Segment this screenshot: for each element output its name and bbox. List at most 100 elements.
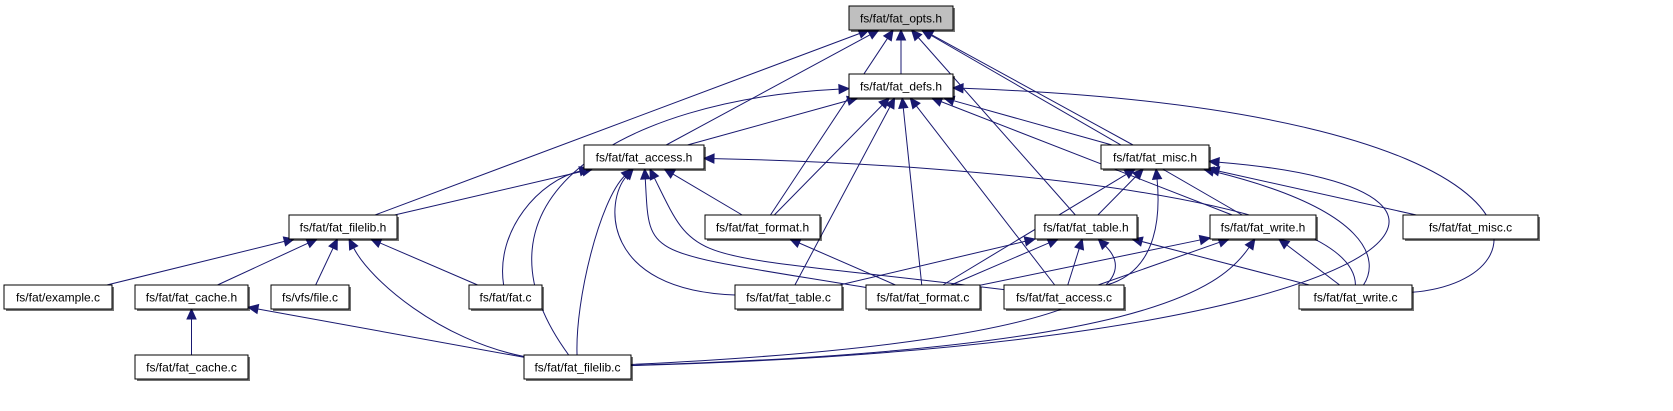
node-fat-write-c[interactable]: fs/fat/fat_write.c bbox=[1298, 284, 1414, 311]
edge-fat-access-h-to-fat-defs-h bbox=[687, 100, 849, 146]
edge-fat-misc-h-to-fat-defs-h bbox=[953, 100, 1113, 146]
edge-fat-format-c-to-fat-format-h bbox=[798, 242, 896, 286]
node-box bbox=[848, 73, 954, 99]
node-fat-format-c[interactable]: fs/fat/fat_format.c bbox=[865, 284, 982, 311]
edge-fat-misc-h-to-fat-opts-h bbox=[931, 34, 1134, 146]
node-box bbox=[848, 5, 954, 31]
edge-fat-format-c-to-fat-access-h bbox=[644, 178, 867, 289]
node-fat-misc-h[interactable]: fs/fat/fat_misc.h bbox=[1100, 144, 1211, 171]
node-box bbox=[1209, 214, 1317, 240]
edge-fat-access-c-to-fat-access-h bbox=[653, 177, 1005, 291]
node-fat-cache-h[interactable]: fs/fat/fat_cache.h bbox=[134, 284, 250, 311]
node-label: fs/fat/fat_write.h bbox=[1221, 221, 1306, 235]
node-box bbox=[865, 284, 981, 310]
node-box bbox=[734, 284, 843, 310]
edge-fat-format-h-to-fat-opts-h bbox=[770, 38, 888, 216]
edge-fat-c-to-fat-access-h bbox=[502, 170, 581, 286]
edge-fat-filelib-h-to-fat-access-h bbox=[394, 170, 583, 216]
edge-fat-table-c-to-fat-table-h bbox=[839, 240, 1026, 286]
arrowhead-icon bbox=[882, 28, 894, 42]
edge-fat-access-c-to-fat-defs-h bbox=[915, 105, 1056, 286]
edge-fat-access-h-to-fat-opts-h bbox=[665, 34, 871, 146]
node-box bbox=[468, 284, 543, 310]
node-box bbox=[704, 214, 821, 240]
edge-fat-write-c-to-fat-write-h bbox=[1286, 244, 1340, 286]
edge-fat-format-h-to-fat-access-h bbox=[672, 173, 743, 216]
edge-fat-access-c-to-fat-write-h bbox=[1097, 241, 1220, 286]
arrowhead-icon bbox=[186, 307, 197, 320]
node-label: fs/fat/fat_misc.h bbox=[1113, 151, 1197, 165]
node-fat-write-h[interactable]: fs/fat/fat_write.h bbox=[1209, 214, 1318, 241]
node-label: fs/fat/fat_format.c bbox=[877, 291, 970, 305]
arrowhead-icon bbox=[885, 96, 896, 110]
edge-fat-write-h-to-fat-defs-h bbox=[940, 101, 1233, 216]
node-fat-c[interactable]: fs/fat/fat.c bbox=[468, 284, 544, 311]
node-fat-misc-c[interactable]: fs/fat/fat_misc.c bbox=[1402, 214, 1540, 241]
node-label: fs/fat/fat_opts.h bbox=[860, 12, 942, 26]
node-box bbox=[288, 214, 398, 240]
node-label: fs/fat/fat_table.h bbox=[1043, 221, 1128, 235]
arrowhead-icon bbox=[649, 167, 660, 181]
edge-fat-filelib-c-to-fat-write-h bbox=[630, 246, 1250, 366]
arrowhead-icon bbox=[1151, 167, 1163, 180]
arrowhead-icon bbox=[898, 96, 909, 109]
node-fat-opts-h[interactable]: fs/fat/fat_opts.h bbox=[848, 5, 955, 32]
node-fat-defs-h[interactable]: fs/fat/fat_defs.h bbox=[848, 73, 955, 100]
node-label: fs/fat/fat_defs.h bbox=[860, 80, 942, 94]
node-fat-access-c[interactable]: fs/fat/fat_access.c bbox=[1003, 284, 1126, 311]
node-box bbox=[134, 354, 249, 380]
arrowhead-icon bbox=[246, 303, 260, 315]
node-box bbox=[1402, 214, 1539, 240]
edge-fat-filelib-c-to-fat-misc-h bbox=[630, 161, 1390, 367]
edge-fat-filelib-c-to-fat-access-h bbox=[576, 175, 625, 356]
node-file-c[interactable]: fs/vfs/file.c bbox=[270, 284, 351, 311]
edge-fat-c-to-fat-filelib-h bbox=[379, 242, 478, 286]
node-box bbox=[1003, 284, 1125, 310]
node-label: fs/fat/fat_table.c bbox=[746, 291, 831, 305]
edge-fat-table-h-to-fat-misc-h bbox=[1097, 175, 1137, 216]
edge-fat-write-h-to-fat-opts-h bbox=[930, 34, 1243, 216]
edge-fat-format-h-to-fat-defs-h bbox=[773, 104, 883, 216]
node-label: fs/fat/example.c bbox=[16, 291, 100, 305]
nodes-layer: fs/fat/fat_opts.h fs/fat/fat_defs.h fs/fat… bbox=[3, 5, 1540, 381]
node-label: fs/fat/fat_filelib.c bbox=[534, 361, 620, 375]
node-fat-table-c[interactable]: fs/fat/fat_table.c bbox=[734, 284, 844, 311]
edge-file-c-to-fat-filelib-h bbox=[315, 247, 334, 286]
node-box bbox=[583, 144, 705, 170]
node-example-c[interactable]: fs/fat/example.c bbox=[3, 284, 114, 311]
node-box bbox=[134, 284, 249, 310]
node-fat-format-h[interactable]: fs/fat/fat_format.h bbox=[704, 214, 822, 241]
edge-fat-filelib-h-to-fat-opts-h bbox=[374, 33, 860, 216]
node-label: fs/fat/fat_cache.h bbox=[146, 291, 237, 305]
arrowhead-icon bbox=[951, 83, 964, 94]
edges-layer bbox=[106, 28, 1495, 367]
node-label: fs/fat/fat_write.c bbox=[1313, 291, 1397, 305]
arrowhead-icon bbox=[702, 153, 715, 164]
edge-fat-access-c-to-fat-table-h bbox=[1067, 248, 1080, 286]
edge-fat-format-c-to-fat-defs-h bbox=[902, 107, 923, 286]
edge-fat-table-c-to-fat-defs-h bbox=[794, 106, 891, 286]
node-label: fs/fat/fat_access.h bbox=[596, 151, 693, 165]
node-label: fs/vfs/file.c bbox=[282, 291, 338, 305]
edge-fat-format-c-to-fat-table-h bbox=[950, 242, 1050, 286]
edge-fat-table-c-to-fat-access-h bbox=[614, 176, 736, 296]
node-fat-table-h[interactable]: fs/fat/fat_table.h bbox=[1034, 214, 1139, 241]
node-fat-filelib-c[interactable]: fs/fat/fat_filelib.c bbox=[523, 354, 633, 381]
node-fat-filelib-h[interactable]: fs/fat/fat_filelib.h bbox=[288, 214, 399, 241]
node-box bbox=[1298, 284, 1413, 310]
arrowhead-icon bbox=[910, 29, 923, 42]
arrowhead-icon bbox=[1198, 234, 1212, 246]
edge-fat-write-c-to-fat-table-h bbox=[1141, 241, 1310, 286]
node-fat-cache-c[interactable]: fs/fat/fat_cache.c bbox=[134, 354, 250, 381]
edge-fat-filelib-c-to-fat-cache-h bbox=[257, 308, 525, 358]
arrowhead-icon bbox=[895, 28, 907, 41]
edge-fat-format-c-to-fat-write-h bbox=[979, 239, 1201, 286]
edge-fat-write-c-to-fat-misc-h bbox=[1213, 170, 1370, 286]
arrowhead-icon bbox=[838, 83, 851, 95]
node-label: fs/fat/fat_filelib.h bbox=[300, 221, 387, 235]
node-fat-access-h[interactable]: fs/fat/fat_access.h bbox=[583, 144, 706, 171]
arrowhead-icon bbox=[1023, 236, 1037, 247]
arrowhead-icon bbox=[328, 237, 338, 251]
arrowhead-icon bbox=[1207, 156, 1220, 168]
